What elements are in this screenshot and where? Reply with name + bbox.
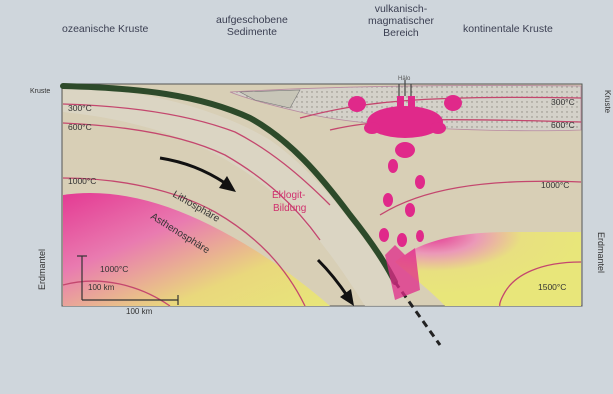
label-erdmantel-left: Erdmantel bbox=[37, 249, 47, 290]
isotherm-label-right-1500: 1500°C bbox=[538, 282, 566, 292]
label-kruste-left: Kruste bbox=[30, 88, 50, 95]
isotherm-label-left-1000: 1000°C bbox=[68, 176, 96, 186]
label-kruste-right: Kruste bbox=[603, 90, 612, 114]
scale-label-vertical: 100 km bbox=[88, 283, 115, 292]
scale-label-horizontal: 100 km bbox=[126, 307, 153, 316]
label-eklogit-line1: Eklogit- bbox=[272, 190, 305, 201]
isotherm-label-bottom-1000: 1000°C bbox=[100, 264, 128, 274]
isotherm-label-left-300: 300°C bbox=[68, 103, 92, 113]
isotherm-label-right-600: 600°C bbox=[551, 120, 575, 130]
isotherm-label-left-600: 600°C bbox=[68, 122, 92, 132]
label-erdmantel-right: Erdmantel bbox=[596, 232, 606, 273]
label-vent: Hälo bbox=[398, 76, 411, 82]
label-eklogit-line2: Bildung bbox=[273, 203, 306, 214]
isotherm-label-right-1000: 1000°C bbox=[541, 180, 569, 190]
isotherm-label-right-300: 300°C bbox=[551, 97, 575, 107]
